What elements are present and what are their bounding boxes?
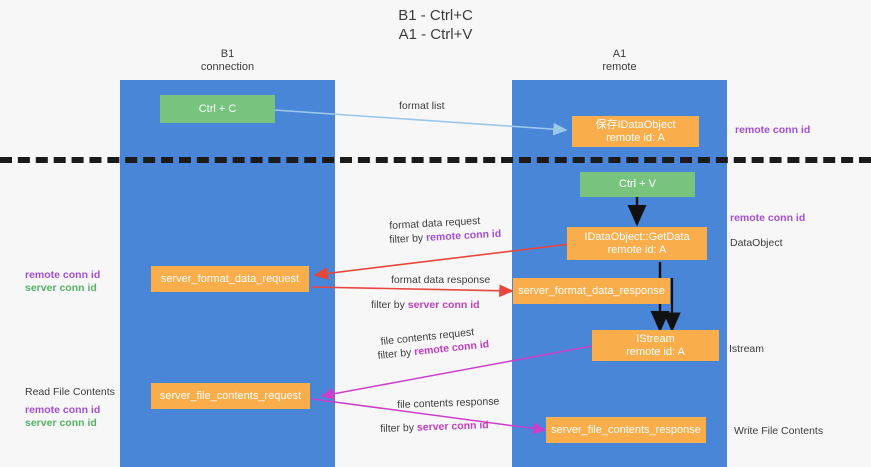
page-title: B1 - Ctrl+C A1 - Ctrl+V: [0, 6, 871, 44]
wire-format-list: [273, 109, 568, 136]
side-label-left-mid-remote-conn-id: remote conn id: [25, 268, 100, 282]
column-a1-name: A1: [612, 48, 627, 60]
side-label-right-mid-text: remote conn id: [730, 212, 806, 224]
box-server-format-data-request-label: server_format_data_request: [160, 272, 300, 285]
box-server-format-data-response-label: server_format_data_response: [518, 284, 665, 297]
side-label-left-bottom-server-text: server conn id: [25, 417, 97, 429]
label-filter-key-server-conn-id: server conn id: [407, 299, 480, 311]
column-a1-role: remote: [602, 61, 637, 73]
side-label-left-bottom-server-conn-id: server conn id: [25, 416, 97, 430]
wire-file-contents-response: [311, 398, 547, 435]
wire-file-contents-request: [320, 345, 593, 400]
side-label-dataobject-text: DataObject: [730, 237, 783, 249]
label-filter-prefix-2: filter by: [371, 299, 408, 311]
side-label-istream: Istream: [729, 342, 764, 356]
label-format-data-response-text: format data response: [391, 274, 491, 286]
side-label-right-mid-remote-conn-id: remote conn id: [730, 211, 805, 225]
side-label-write-file-contents: Write File Contents: [734, 424, 823, 438]
label-filter-prefix-4: filter by: [380, 421, 418, 435]
label-format-list: format list: [399, 100, 445, 113]
column-b1-role: connection: [200, 61, 255, 73]
box-server-file-contents-request[interactable]: server_file_contents_request: [151, 383, 310, 409]
box-istream-sub: remote id: A: [626, 345, 685, 358]
side-label-read-file-contents-text: Read File Contents: [25, 386, 115, 398]
column-b1-name: B1: [220, 48, 235, 60]
box-server-format-data-response[interactable]: server_format_data_response: [513, 278, 670, 304]
column-caption-a1: A1 remote: [512, 48, 727, 74]
box-ctrl-c[interactable]: Ctrl + C: [160, 95, 275, 123]
label-format-data-response: format data response: [391, 274, 490, 287]
label-filter-prefix: filter by: [389, 231, 427, 246]
column-caption-b1: B1 connection: [120, 48, 335, 74]
label-file-contents-response-text: file contents response: [397, 395, 500, 411]
box-ctrl-c-label: Ctrl + C: [198, 102, 237, 115]
side-label-left-bottom-remote-conn-id: remote conn id: [25, 403, 100, 417]
wire-format-data-request: [313, 243, 571, 280]
side-label-istream-text: Istream: [729, 343, 765, 355]
box-server-file-contents-request-label: server_file_contents_request: [159, 389, 302, 402]
box-getdata-sub: remote id: A: [607, 243, 667, 256]
side-label-read-file-contents: Read File Contents: [25, 385, 115, 399]
side-label-left-mid-server-text: server conn id: [25, 282, 97, 294]
box-getdata-title: IDataObject::GetData: [584, 230, 690, 243]
side-label-write-file-contents-text: Write File Contents: [734, 425, 824, 437]
label-format-list-text: format list: [399, 100, 445, 112]
box-ctrl-v[interactable]: Ctrl + V: [580, 172, 695, 197]
side-label-left-mid-server-conn-id: server conn id: [25, 281, 97, 295]
side-label-left-bottom-remote-text: remote conn id: [25, 404, 101, 416]
box-save-idataobject[interactable]: 保存IDataObject remote id: A: [572, 116, 699, 147]
side-label-right-top-text: remote conn id: [735, 124, 811, 136]
box-idataobject-getdata[interactable]: IDataObject::GetData remote id: A: [567, 227, 707, 260]
label-filter-prefix-3: filter by: [377, 346, 415, 362]
side-label-right-top-remote-conn-id: remote conn id: [735, 123, 810, 137]
section-divider: [0, 157, 871, 163]
wire-format-data-response: [311, 284, 514, 298]
box-save-idataobject-title: 保存IDataObject: [595, 118, 676, 131]
box-server-file-contents-response[interactable]: server_file_contents_response: [546, 417, 706, 443]
side-label-left-mid-remote-text: remote conn id: [25, 269, 101, 281]
box-ctrl-v-label: Ctrl + V: [619, 178, 656, 190]
label-format-data-response-filter: filter by server conn id: [371, 299, 480, 312]
side-label-dataobject: DataObject: [730, 236, 783, 250]
title-line-1: B1 - Ctrl+C: [398, 7, 473, 24]
box-istream-title: IStream: [636, 332, 675, 345]
title-line-2: A1 - Ctrl+V: [398, 26, 473, 43]
box-istream[interactable]: IStream remote id: A: [592, 330, 719, 361]
box-server-format-data-request[interactable]: server_format_data_request: [151, 266, 309, 292]
box-save-idataobject-sub: remote id: A: [606, 131, 665, 144]
label-filter-key-server-conn-id-2: server conn id: [416, 419, 489, 434]
box-server-file-contents-response-label: server_file_contents_response: [551, 423, 701, 436]
